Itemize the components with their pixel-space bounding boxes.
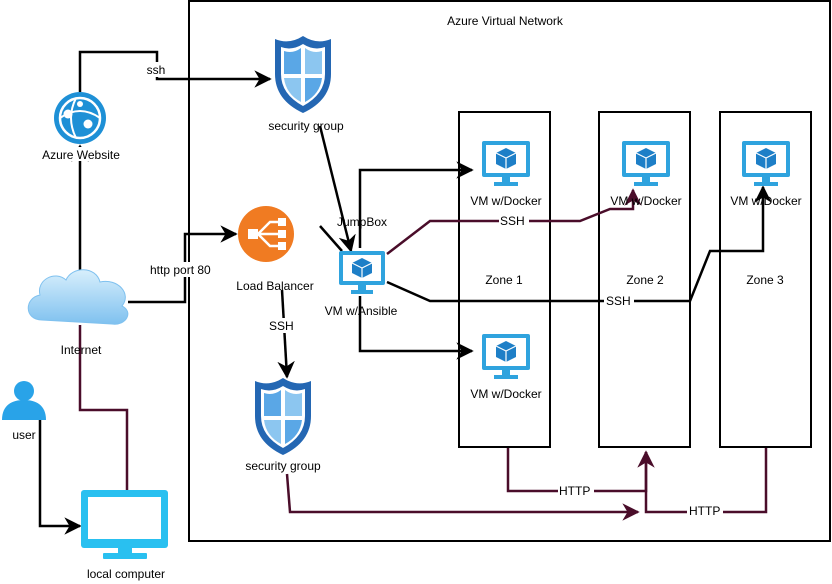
user-label: user — [12, 428, 35, 442]
edge-load-balancer-to-security-group — [277, 289, 295, 379]
edge-jumpbox-to-zone1-top — [358, 161, 474, 248]
local-computer-monitor-icon — [81, 490, 168, 559]
edge-label-ssh-zone3: SSH — [606, 294, 631, 308]
zone-1-label: Zone 1 — [485, 273, 523, 287]
zone-3-box — [719, 111, 812, 448]
edge-zone3-to-zone2-http — [644, 448, 768, 514]
vm-ansible-monitor-icon — [339, 251, 385, 294]
vm-zone2-label: VM w/Docker — [610, 194, 681, 208]
load-balancer-label: Load Balancer — [236, 279, 313, 293]
vm-zone1-bottom-label: VM w/Docker — [470, 387, 541, 401]
zone-2-label: Zone 2 — [626, 273, 664, 287]
edge-label-ssh-zone2: SSH — [500, 214, 525, 228]
edge-jumpbox-to-zone3 — [386, 185, 772, 303]
user-person-icon — [2, 381, 46, 420]
edge-security-group-to-jumpbox — [318, 125, 356, 253]
edge-label-http-zone1: HTTP — [559, 484, 590, 498]
edge-local-computer-to-internet — [78, 325, 129, 491]
edge-label-http-zone3: HTTP — [689, 504, 720, 518]
security-group-bottom-shield-icon — [255, 378, 311, 455]
edge-user-to-local-computer — [38, 418, 82, 535]
zone-1-box — [458, 111, 551, 448]
edge-website-to-security-group — [78, 50, 272, 92]
security-group-bottom-label: security group — [245, 459, 321, 473]
azure-website-globe-icon — [54, 92, 106, 144]
vm-zone3-label: VM w/Docker — [730, 194, 801, 208]
vm-zone1-top-label: VM w/Docker — [470, 194, 541, 208]
edge-label-ssh-lb: SSH — [269, 319, 294, 333]
jumpbox-label: JumpBox — [337, 215, 387, 229]
vm-zone1-bottom-monitor-icon — [482, 334, 530, 379]
vm-zone3-monitor-icon — [742, 141, 790, 186]
security-group-top-shield-icon — [275, 36, 331, 113]
edge-label-http-port-80: http port 80 — [150, 263, 211, 277]
local-computer-label: local computer — [87, 567, 165, 581]
zone-3-label: Zone 3 — [746, 273, 784, 287]
edge-jumpbox-to-zone2 — [386, 188, 642, 255]
edge-label-ssh-website: ssh — [147, 63, 166, 77]
vm-ansible-label: VM w/Ansible — [325, 304, 398, 318]
edge-load-balancer-to-jumpbox — [319, 225, 343, 252]
edge-jumpbox-to-zone1-bottom — [358, 296, 474, 360]
internet-label: Internet — [61, 343, 102, 357]
vm-zone2-monitor-icon — [622, 141, 670, 186]
edge-security-group-to-zone2 — [285, 473, 640, 521]
load-balancer-icon — [238, 206, 294, 262]
virtual-network-title: Azure Virtual Network — [447, 14, 564, 28]
security-group-top-label: security group — [268, 119, 344, 133]
zone-2-box — [598, 111, 691, 448]
vm-zone1-top-monitor-icon — [482, 141, 530, 186]
azure-website-label: Azure Website — [42, 148, 120, 162]
internet-cloud-icon — [27, 269, 129, 325]
